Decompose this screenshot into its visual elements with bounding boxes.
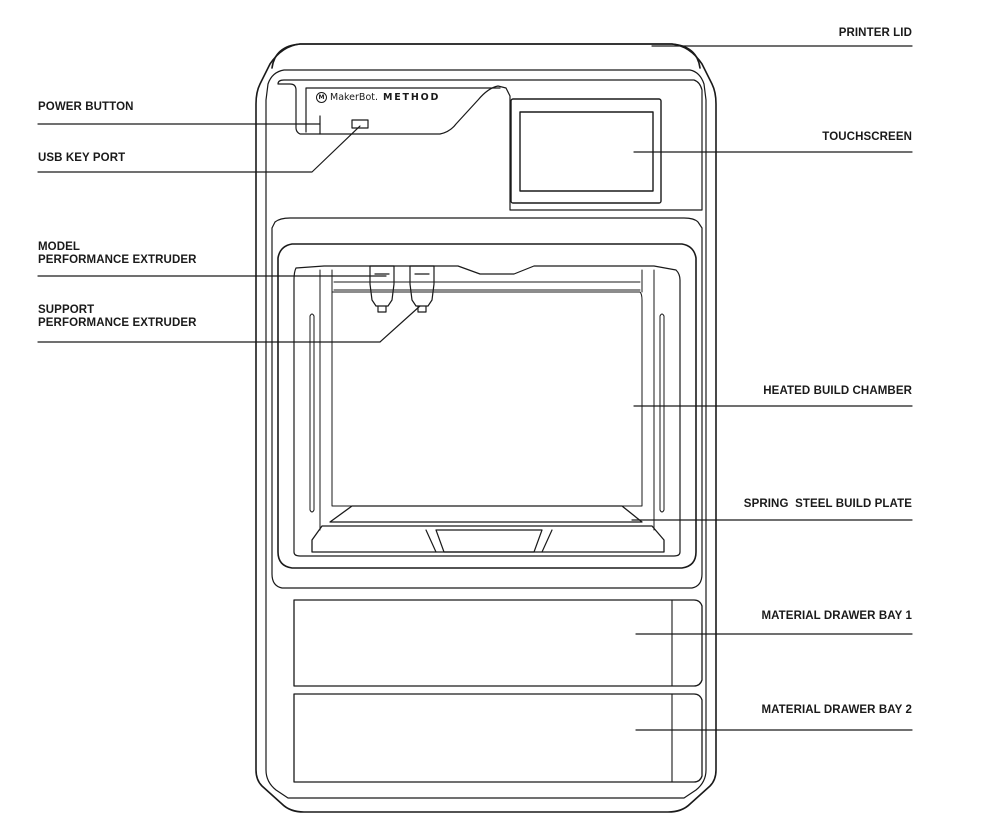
support-extruder xyxy=(409,265,435,313)
leader-usb-key-port xyxy=(37,125,361,173)
label-model-extruder: MODEL PERFORMANCE EXTRUDER xyxy=(38,241,197,267)
printer-lid xyxy=(271,43,701,69)
build-plate-handle xyxy=(425,529,553,553)
right-side-rail xyxy=(641,269,665,531)
chamber-back-wall xyxy=(331,291,643,507)
label-support-extruder: SUPPORT PERFORMANCE EXTRUDER xyxy=(38,304,197,330)
label-model-extruder-line2: PERFORMANCE EXTRUDER xyxy=(38,254,197,266)
printer-body-outline xyxy=(255,43,717,813)
brand-product: METHOD xyxy=(383,92,441,103)
gantry-bar xyxy=(333,281,641,291)
label-heated-build-chamber: HEATED BUILD CHAMBER xyxy=(763,385,912,397)
label-support-extruder-line2: PERFORMANCE EXTRUDER xyxy=(38,317,197,329)
material-drawer-bay-2 xyxy=(293,693,703,783)
label-model-extruder-line1: MODEL xyxy=(38,241,81,253)
label-spring-steel-build-plate: SPRING STEEL BUILD PLATE xyxy=(743,498,912,510)
model-extruder xyxy=(369,265,395,313)
label-printer-lid: PRINTER LID xyxy=(838,27,912,39)
makerbot-logo-icon: M xyxy=(316,92,327,103)
material-drawer-bay-1 xyxy=(293,599,703,687)
leader-support-extruder xyxy=(37,305,421,343)
build-plate-top xyxy=(329,505,643,523)
label-touchscreen: TOUCHSCREEN xyxy=(822,131,912,143)
brand-maker: MakerBot. xyxy=(330,92,379,103)
label-material-drawer-bay-2: MATERIAL DRAWER BAY 2 xyxy=(761,704,912,716)
left-side-rail xyxy=(309,269,333,531)
chamber-door-frame xyxy=(277,243,697,569)
build-plate-tray xyxy=(311,525,665,553)
touchscreen-bezel xyxy=(510,98,662,204)
control-panel-inner xyxy=(305,87,501,135)
label-usb-key-port: USB KEY PORT xyxy=(38,152,126,164)
brand-mark: M MakerBot. METHOD xyxy=(316,92,440,103)
chamber-inner-frame xyxy=(293,265,681,557)
label-material-drawer-bay-1: MATERIAL DRAWER BAY 1 xyxy=(761,610,912,622)
label-power-button: POWER BUTTON xyxy=(38,101,134,113)
inner-body-panel xyxy=(265,69,707,799)
chamber-surround xyxy=(271,217,703,589)
usb-key-port xyxy=(351,119,369,129)
control-panel-outline xyxy=(277,79,703,211)
touchscreen-display xyxy=(519,111,654,192)
label-support-extruder-line1: SUPPORT xyxy=(38,304,95,316)
